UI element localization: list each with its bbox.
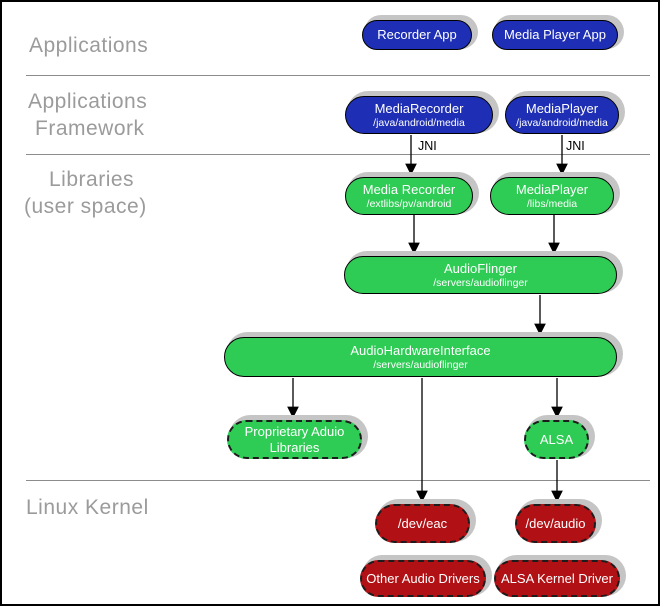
node-title: Libraries — [269, 439, 320, 455]
layer-label-line: Applications — [28, 90, 148, 113]
layer-label-line: (user space) — [24, 195, 147, 218]
node-subtitle: /servers/audioflinger — [373, 359, 468, 371]
jni-label-right: JNI — [566, 139, 585, 153]
layer-label-applications-framework: Applications Framework — [28, 88, 147, 142]
layer-label-applications: Applications — [29, 34, 149, 57]
node-subtitle: /extlibs/pv/android — [366, 198, 452, 210]
node-dev-eac: /dev/eac — [375, 504, 470, 543]
node-title: AudioHardwareInterface — [350, 343, 491, 358]
layer-label-libraries: Libraries (user space) — [24, 166, 147, 220]
divider-applications-framework — [26, 75, 650, 76]
node-title: /dev/audio — [525, 515, 586, 531]
node-title: MediaRecorder — [374, 101, 464, 116]
node-title: MediaPlayer — [525, 101, 599, 116]
layer-label-line: Framework — [35, 117, 145, 140]
node-audioflinger: AudioFlinger /servers/audioflinger — [344, 256, 617, 294]
layer-label-linux-kernel: Linux Kernel — [26, 496, 149, 519]
node-mediaplayer-lib: MediaPlayer /libs/media — [490, 177, 614, 215]
node-title: Media Recorder — [362, 182, 456, 197]
layer-label-line: Libraries — [49, 168, 135, 191]
jni-label-left: JNI — [418, 139, 437, 153]
node-subtitle: /servers/audioflinger — [433, 277, 528, 289]
node-title: AudioFlinger — [444, 261, 517, 276]
node-mediaplayer-framework: MediaPlayer /java/android/media — [505, 96, 619, 134]
node-title: /dev/eac — [397, 515, 448, 531]
node-mediarecorder-framework: MediaRecorder /java/android/media — [345, 96, 493, 134]
divider-framework-libraries — [26, 154, 650, 155]
node-subtitle: /java/android/media — [373, 117, 465, 129]
node-media-player-app: Media Player App — [492, 20, 618, 50]
node-title: Media Player App — [504, 27, 606, 42]
node-title: Proprietary Aduio — [244, 423, 345, 439]
node-proprietary-audio-libraries: Proprietary Aduio Libraries — [227, 420, 362, 459]
node-subtitle: /java/android/media — [516, 117, 608, 129]
node-title: MediaPlayer — [515, 182, 589, 197]
node-recorder-app: Recorder App — [362, 20, 472, 50]
divider-libraries-kernel — [26, 480, 650, 481]
node-audiohardwareinterface: AudioHardwareInterface /servers/audiofli… — [224, 337, 617, 377]
node-media-recorder-lib: Media Recorder /extlibs/pv/android — [345, 177, 473, 215]
node-title: ALSA Kernel Driver — [501, 570, 613, 586]
node-title: Recorder App — [377, 27, 457, 42]
node-dev-audio: /dev/audio — [515, 504, 596, 543]
node-alsa-kernel-driver: ALSA Kernel Driver — [494, 560, 620, 597]
node-other-audio-drivers: Other Audio Drivers — [360, 560, 486, 597]
node-title: ALSA — [539, 431, 574, 447]
node-subtitle: /libs/media — [526, 198, 578, 210]
node-title: Other Audio Drivers — [366, 570, 480, 586]
node-alsa: ALSA — [524, 420, 589, 459]
